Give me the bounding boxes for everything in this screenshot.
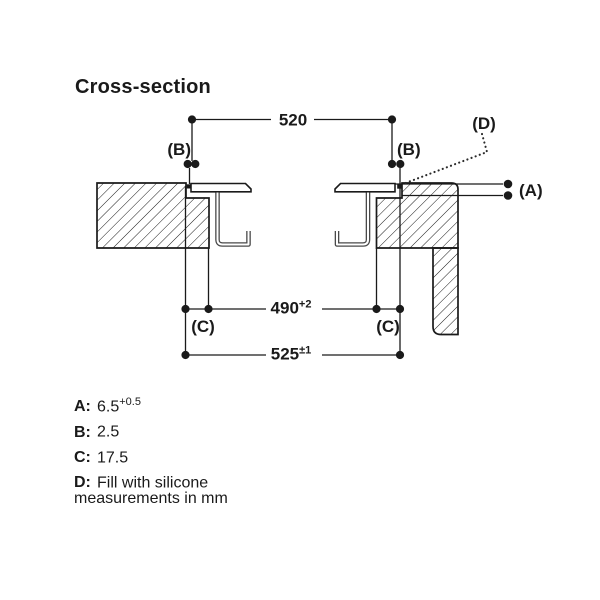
left-mounting-bracket: [215, 192, 251, 247]
left-worktop-section: [96, 182, 210, 249]
dim-520-text: 520: [279, 111, 307, 130]
label-c-left: (C): [191, 317, 215, 336]
dimension-dots: [181, 115, 513, 360]
right-cooktop-flange: [334, 182, 396, 193]
page-title: Cross-section: [75, 76, 211, 98]
cabinet-side-panel: [432, 247, 459, 336]
label-b-left: (B): [167, 140, 191, 159]
right-worktop-section: [375, 182, 459, 249]
label-c-right: (C): [376, 317, 400, 336]
label-d: (D): [472, 114, 496, 133]
right-mounting-bracket: [334, 192, 371, 247]
legend-item-c: C:17.5: [74, 448, 129, 466]
silicone-leader-dotted-line: [401, 132, 489, 186]
label-a: (A): [519, 181, 543, 200]
measurement-unit-note: measurements in mm: [74, 490, 228, 507]
legend: A:6.5+0.5 B:2.5 C:17.5 D:Fill with silic…: [74, 392, 208, 493]
label-b-right: (B): [397, 140, 421, 159]
legend-item-a: A:6.5+0.5: [74, 396, 141, 416]
dim-525-text: 525±1: [271, 345, 312, 364]
dim-490-text: 490+2: [271, 299, 312, 318]
legend-item-d: D:Fill with silicone: [74, 474, 209, 492]
dimension-lines: [184, 118, 503, 356]
left-cooktop-flange: [190, 182, 252, 193]
legend-item-b: B:2.5: [74, 423, 120, 441]
